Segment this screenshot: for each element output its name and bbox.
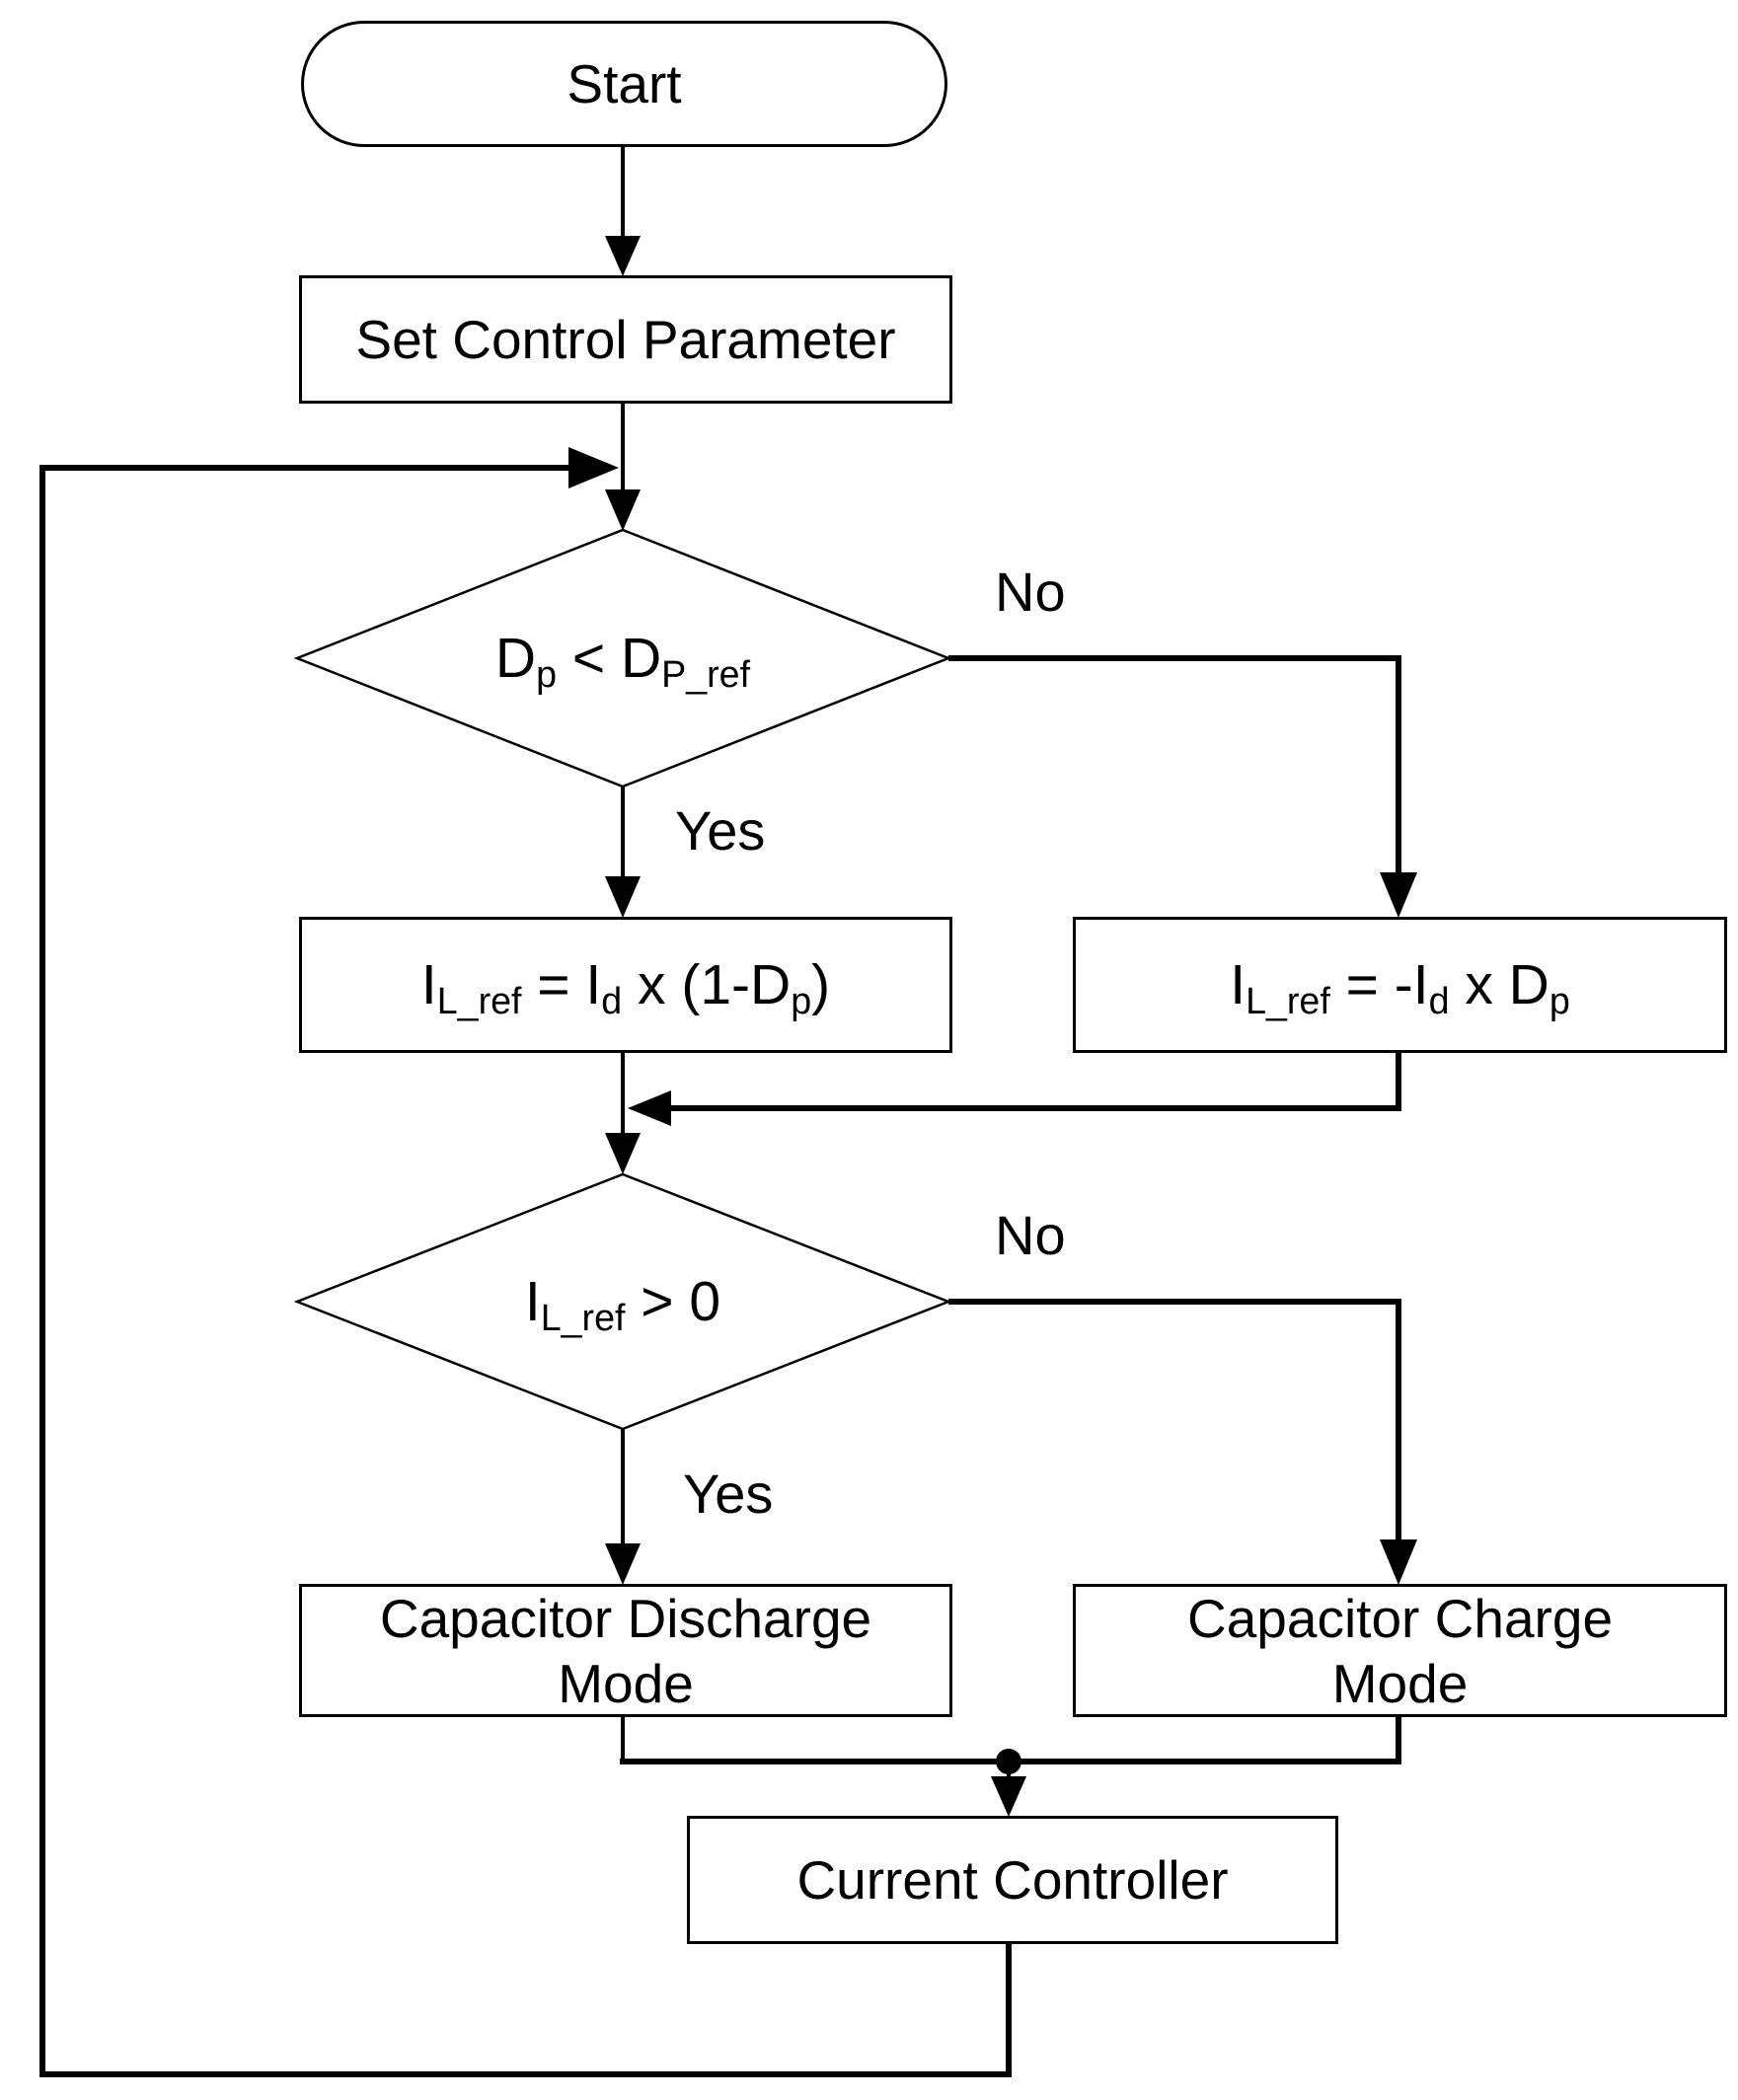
edge-formula-discharge-to-decision2-arrowhead — [605, 1133, 641, 1174]
formula-discharge-node: IL_ref = Id x (1-Dp) — [299, 917, 952, 1053]
capacitor-discharge-mode-node: Capacitor Discharge Mode — [299, 1584, 952, 1717]
formula-part-sub: L_ref — [540, 1297, 626, 1339]
edge-formula-charge-merge-arrowhead — [628, 1090, 671, 1126]
formula-part: I — [420, 952, 437, 1016]
formula-discharge-expression: IL_ref = Id x (1-Dp) — [420, 951, 831, 1021]
capacitor-discharge-mode-label-line1: Capacitor Discharge — [379, 1587, 872, 1649]
edge-setparam-to-decision1-arrowhead — [605, 489, 641, 531]
formula-part: D — [494, 627, 537, 690]
decision-dp-expression: Dp < DP_ref — [494, 626, 750, 693]
current-controller-node: Current Controller — [687, 1816, 1338, 1944]
decision-il-no-label: No — [995, 1204, 1066, 1266]
decision-dp-no-label: No — [995, 561, 1066, 623]
formula-part: > 0 — [625, 1270, 721, 1333]
edge-decision2-no-arrowhead — [1380, 1539, 1417, 1585]
decision-dp-shape — [293, 528, 952, 788]
decision-il-shape — [293, 1172, 952, 1431]
formula-part: I — [1230, 952, 1247, 1016]
decision-dp-yes-label: Yes — [675, 799, 766, 862]
formula-part: D — [620, 627, 662, 690]
edge-decision1-yes-arrowhead — [605, 876, 641, 918]
capacitor-charge-mode-label-line2: Mode — [1331, 1652, 1469, 1714]
formula-charge-node: IL_ref = -Id x Dp — [1073, 917, 1727, 1053]
formula-part-sub: d — [601, 979, 623, 1021]
formula-part-sub: L_ref — [1246, 979, 1330, 1021]
capacitor-discharge-mode-label-line2: Mode — [558, 1652, 694, 1714]
formula-part: < — [557, 627, 621, 690]
set-control-parameter-label: Set Control Parameter — [355, 309, 896, 370]
formula-part: x (1-D — [622, 952, 792, 1016]
decision-il-label: IL_ref > 0 — [297, 1174, 948, 1429]
capacitor-charge-mode-node: Capacitor Charge Mode — [1073, 1584, 1727, 1717]
set-control-parameter-node: Set Control Parameter — [299, 275, 952, 404]
edge-formula-charge-merge-line — [671, 1053, 1401, 1111]
edge-decision2-yes-arrowhead — [605, 1543, 641, 1585]
formula-part: = I — [521, 952, 602, 1016]
edge-decision2-no-line — [948, 1299, 1401, 1540]
start-node: Start — [301, 21, 947, 147]
edge-start-to-setparam-arrowhead — [605, 236, 641, 276]
formula-part-sub: p — [1549, 979, 1570, 1021]
edge-decision1-no-arrowhead — [1380, 872, 1417, 918]
formula-part: x D — [1449, 952, 1549, 1016]
current-controller-label: Current Controller — [796, 1849, 1229, 1911]
feedback-loop-line — [39, 465, 1012, 2077]
decision-dp-label: Dp < DP_ref — [297, 530, 948, 787]
formula-part-sub: p — [536, 653, 558, 696]
decision-il-yes-label: Yes — [683, 1462, 774, 1525]
formula-part-sub: L_ref — [436, 979, 522, 1021]
start-label: Start — [567, 53, 682, 114]
formula-part-sub: P_ref — [661, 653, 751, 696]
formula-part: = -I — [1329, 952, 1429, 1016]
capacitor-charge-mode-label-line1: Capacitor Charge — [1186, 1587, 1614, 1649]
formula-charge-expression: IL_ref = -Id x Dp — [1230, 951, 1570, 1021]
formula-part: ) — [811, 952, 831, 1016]
formula-part-sub: d — [1428, 979, 1450, 1021]
edge-decision1-no-line — [948, 655, 1401, 873]
decision-il-expression: IL_ref > 0 — [524, 1269, 721, 1336]
formula-part-sub: p — [791, 979, 812, 1021]
formula-part: I — [524, 1270, 541, 1333]
edge-junction-to-controller-arrowhead — [991, 1776, 1026, 1817]
feedback-loop-arrowhead — [568, 447, 619, 488]
